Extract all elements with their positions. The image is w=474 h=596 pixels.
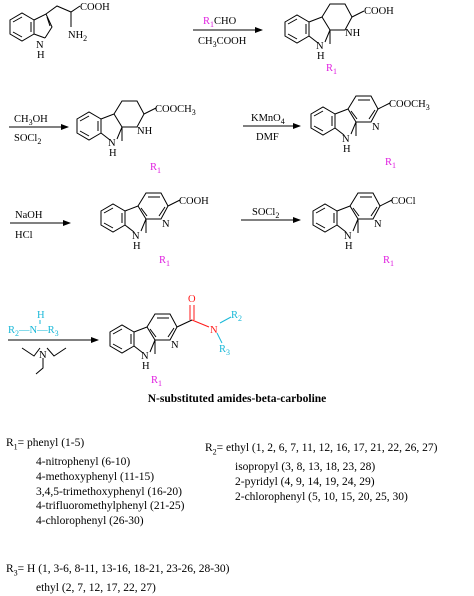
bc-ester-cooch3-label: COOCH3: [389, 99, 430, 112]
amine-reagent: R2—N—R3: [8, 325, 59, 338]
bc-ester-r1-label: R1: [385, 157, 396, 170]
bc-acid-h-label: H: [133, 241, 141, 252]
reagent-socl2-b: SOCl2: [252, 207, 279, 220]
tryptophan-nh-label: N: [36, 40, 44, 51]
thbc-ester-r1-label: R1: [150, 162, 161, 175]
bc-acid-n-ring-label: N: [162, 219, 170, 230]
reagent-hcl: HCl: [15, 230, 33, 241]
amide-nh-n-label: N: [141, 351, 149, 362]
thbc-acid-structure: [284, 3, 365, 44]
r2-item: 2-pyridyl (4, 9, 14, 19, 24, 29): [235, 475, 375, 488]
thbc-ester-cooch3-label: COOCH3: [155, 104, 196, 117]
r3-legend-row-0: R3= H (1, 3-6, 8-11, 13-16, 18-21, 23-26…: [6, 562, 229, 581]
thbc-ester-h-label: H: [109, 148, 117, 159]
tryptophan-cooh-label: COOH: [80, 2, 110, 13]
r3-legend: R3= H (1, 3-6, 8-11, 13-16, 18-21, 23-26…: [6, 562, 229, 596]
thbc-acid-nh-label: NH: [345, 28, 361, 39]
thbc-acid-cooh-label: COOH: [364, 6, 394, 17]
amide-product-structure: [109, 305, 232, 354]
r1-legend-row-0: R1= phenyl (1-5): [6, 436, 185, 455]
reagent-naoh: NaOH: [15, 210, 43, 221]
bc-ester-n-ring-label: N: [372, 122, 380, 133]
reagent-r1cho: R1CHO: [203, 16, 237, 29]
r2-item: 2-chlorophenyl (5, 10, 15, 20, 25, 30): [235, 490, 408, 503]
r1-legend: R1= phenyl (1-5) 4-nitrophenyl (6-10) 4-…: [6, 436, 185, 529]
r2-legend-row-0: R2= ethyl (1, 2, 6, 7, 11, 12, 16, 17, 2…: [205, 441, 437, 460]
bc-acid-chloride-n-ring-label: N: [374, 219, 382, 230]
amide-r1-label: R1: [151, 375, 162, 388]
amide-nh-h-label: H: [142, 361, 150, 372]
bc-acid-cooh-label: COOH: [179, 196, 209, 207]
thbc-acid-n-label: N: [316, 41, 324, 52]
r3-item: ethyl (2, 7, 12, 17, 22, 27): [36, 582, 156, 595]
reagent-dmf: DMF: [256, 132, 279, 143]
bc-acid-chloride-cocl-label: COCl: [391, 196, 416, 207]
r1-item: 4-nitrophenyl (6-10): [36, 456, 131, 469]
tryptophan-nh2-label: NH2: [68, 30, 87, 43]
bc-ester-n-label: N: [342, 134, 350, 145]
reaction-scheme: COOH NH2 N H R1CHO CH3COOH COOH NH N H R…: [8, 2, 430, 388]
bc-ester-h-label: H: [343, 144, 351, 155]
reagent-acetic-acid: CH3COOH: [198, 36, 247, 49]
triethylamine-structure: [21, 347, 67, 375]
thbc-ester-structure: [76, 100, 157, 141]
thbc-acid-h-label: H: [317, 51, 325, 62]
reagent-kmno4: KMnO4: [251, 113, 285, 126]
bc-acid-structure: [100, 192, 181, 233]
r2-item: ethyl (1, 2, 6, 7, 11, 12, 16, 17, 21, 2…: [226, 442, 438, 454]
amide-o-label: O: [188, 294, 196, 305]
bc-acid-n-label: N: [132, 231, 140, 242]
amide-r3-label: R3: [219, 344, 230, 357]
bc-ester-structure: [310, 95, 391, 136]
triethylamine-n-label: N: [39, 350, 47, 361]
tryptophan-h-label: H: [37, 50, 45, 61]
r2-legend-label: R2=: [205, 442, 224, 457]
thbc-ester-n-label: N: [108, 138, 116, 149]
r1-legend-label: R1=: [6, 437, 25, 452]
r1-item: 4-chlorophenyl (26-30): [36, 515, 144, 528]
thbc-acid-r1-label: R1: [326, 63, 337, 76]
r3-item: H (1, 3-6, 8-11, 13-16, 18-21, 23-26, 28…: [27, 563, 230, 575]
r1-item: 4-trifluoromethylphenyl (21-25): [36, 500, 185, 513]
bc-acid-chloride-h-label: H: [345, 241, 353, 252]
r2-item: isopropyl (3, 8, 13, 18, 23, 28): [235, 461, 376, 474]
r1-item: phenyl (1-5): [27, 437, 85, 449]
bc-acid-chloride-structure: [312, 192, 393, 233]
reagent-socl2-a: SOCl2: [14, 133, 41, 146]
amide-n-ring-label: N: [171, 340, 179, 351]
amine-h-label: H: [37, 310, 45, 321]
reagent-methanol: CH3OH: [14, 114, 48, 127]
bc-acid-chloride-n-label: N: [344, 231, 352, 242]
r1-item: 4-methoxyphenyl (11-15): [36, 470, 155, 483]
amide-n-label: N: [210, 325, 218, 336]
bc-acid-chloride-r1-label: R1: [383, 255, 394, 268]
r2-legend: R2= ethyl (1, 2, 6, 7, 11, 12, 16, 17, 2…: [205, 441, 437, 504]
thbc-ester-nh-label: NH: [137, 126, 153, 137]
tryptophan-structure: [9, 5, 81, 42]
bc-acid-r1-label: R1: [159, 255, 170, 268]
product-caption: N-substituted amides-beta-carboline: [147, 393, 327, 405]
amide-r2-label: R2: [231, 310, 242, 323]
r3-legend-label: R3=: [6, 563, 25, 578]
r1-item: 3,4,5-trimethoxyphenyl (16-20): [36, 485, 182, 498]
